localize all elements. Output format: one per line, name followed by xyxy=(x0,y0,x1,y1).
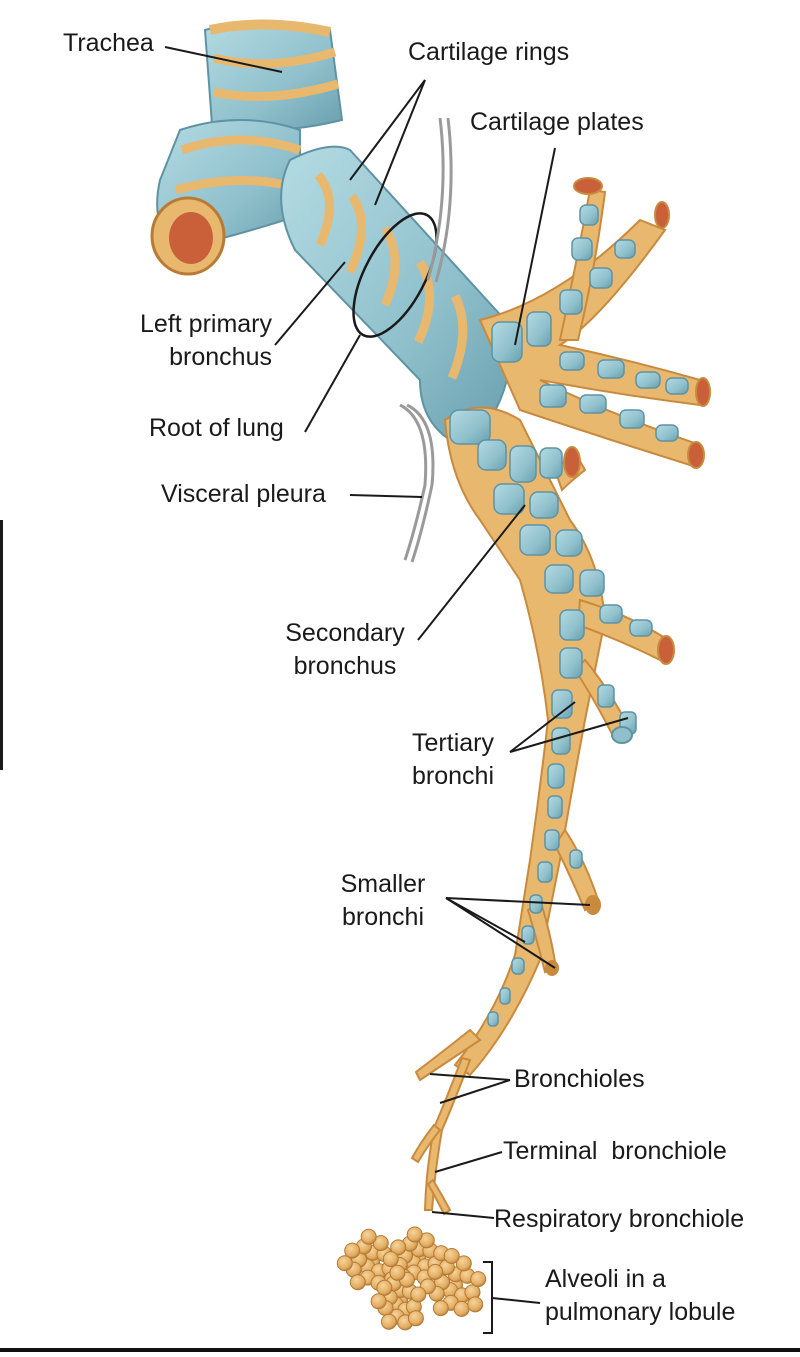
tertiary-bronchi-leader-1 xyxy=(509,701,576,753)
smaller-bronchi-leader-1 xyxy=(445,897,591,906)
alveolus xyxy=(455,1255,472,1272)
alveolus xyxy=(360,1228,377,1245)
visceral-pleura-drawing xyxy=(399,117,453,563)
label-alveoli: Alveoli in a pulmonary lobule xyxy=(545,1263,735,1329)
alveoli-bracket xyxy=(483,1261,493,1334)
alveolus xyxy=(427,1263,444,1280)
alveoli-cluster-drawing xyxy=(336,1226,487,1331)
alveolus xyxy=(407,1310,424,1327)
label-tertiary-bronchi: Tertiary bronchi xyxy=(398,727,508,793)
alveolus xyxy=(336,1255,353,1272)
cartilage-rings-leader-2 xyxy=(374,79,426,206)
alveolus xyxy=(390,1239,407,1256)
label-secondary-bronchus-line-2: bronchus xyxy=(293,652,397,680)
label-terminal-bronchiole: Terminal bronchiole xyxy=(503,1137,727,1165)
label-respiratory-bronchiole: Respiratory bronchiole xyxy=(494,1205,745,1233)
label-smaller-bronchi-line-1: Smaller xyxy=(340,870,426,898)
terminal-bronchiole-leader xyxy=(434,1151,503,1173)
label-tertiary-bronchi-line-1: Tertiary xyxy=(412,729,494,757)
bronchioles-leader-2 xyxy=(439,1079,511,1104)
label-root-of-lung: Root of lung xyxy=(149,414,284,442)
alveolus xyxy=(344,1242,361,1259)
upper-secondary-bronchus-drawing xyxy=(478,177,711,469)
label-left-primary-bronchus-line-2: bronchus xyxy=(169,343,272,371)
alveolus xyxy=(470,1271,487,1288)
label-smaller-bronchi-line-2: bronchi xyxy=(342,903,424,931)
label-bronchioles: Bronchioles xyxy=(514,1065,645,1093)
alveolus xyxy=(443,1248,460,1264)
left-edge-bar xyxy=(0,520,3,770)
cartilage-rings-leader-1 xyxy=(349,79,426,181)
bottom-edge-bar xyxy=(0,1348,800,1352)
alveolus xyxy=(467,1296,484,1313)
alveolus xyxy=(376,1279,393,1296)
visceral-pleura-leader xyxy=(349,494,423,498)
alveolus xyxy=(349,1274,366,1291)
alveolus xyxy=(432,1300,449,1317)
left-primary-bronchus-leader xyxy=(274,261,346,346)
label-smaller-bronchi: Smaller bronchi xyxy=(328,868,438,934)
alveolus xyxy=(410,1286,427,1303)
respiratory-bronchiole-leader xyxy=(431,1211,495,1219)
label-alveoli-line-1: Alveoli in a xyxy=(545,1265,666,1293)
alveolus xyxy=(406,1226,423,1243)
label-alveoli-line-2: pulmonary lobule xyxy=(545,1298,736,1326)
label-trachea: Trachea xyxy=(63,29,154,57)
tertiary-bronchi-leader-2 xyxy=(509,717,629,753)
secondary-bronchus-leader xyxy=(417,504,526,641)
alveolus xyxy=(380,1313,397,1330)
smaller-bronchi-leader-3 xyxy=(445,897,556,969)
label-tertiary-bronchi-line-2: bronchi xyxy=(412,762,494,790)
label-visceral-pleura: Visceral pleura xyxy=(161,480,326,508)
alveolus xyxy=(389,1264,406,1281)
root-of-lung-leader xyxy=(304,334,361,433)
cartilage-plates-leader xyxy=(514,147,556,346)
alveolus xyxy=(382,1251,399,1268)
label-cartilage-plates: Cartilage plates xyxy=(470,108,644,136)
label-secondary-bronchus: Secondary bronchus xyxy=(275,617,415,683)
alveolus xyxy=(370,1293,387,1310)
trachea-leader xyxy=(164,46,283,73)
label-left-primary-bronchus-line-1: Left primary xyxy=(140,310,272,338)
label-cartilage-rings: Cartilage rings xyxy=(408,38,570,66)
bronchioles-leader-1 xyxy=(429,1073,511,1081)
label-left-primary-bronchus: Left primary bronchus xyxy=(108,308,272,374)
alveoli-leader xyxy=(491,1297,541,1304)
label-secondary-bronchus-line-1: Secondary xyxy=(285,619,405,647)
lower-secondary-bronchus-drawing xyxy=(414,406,675,1082)
